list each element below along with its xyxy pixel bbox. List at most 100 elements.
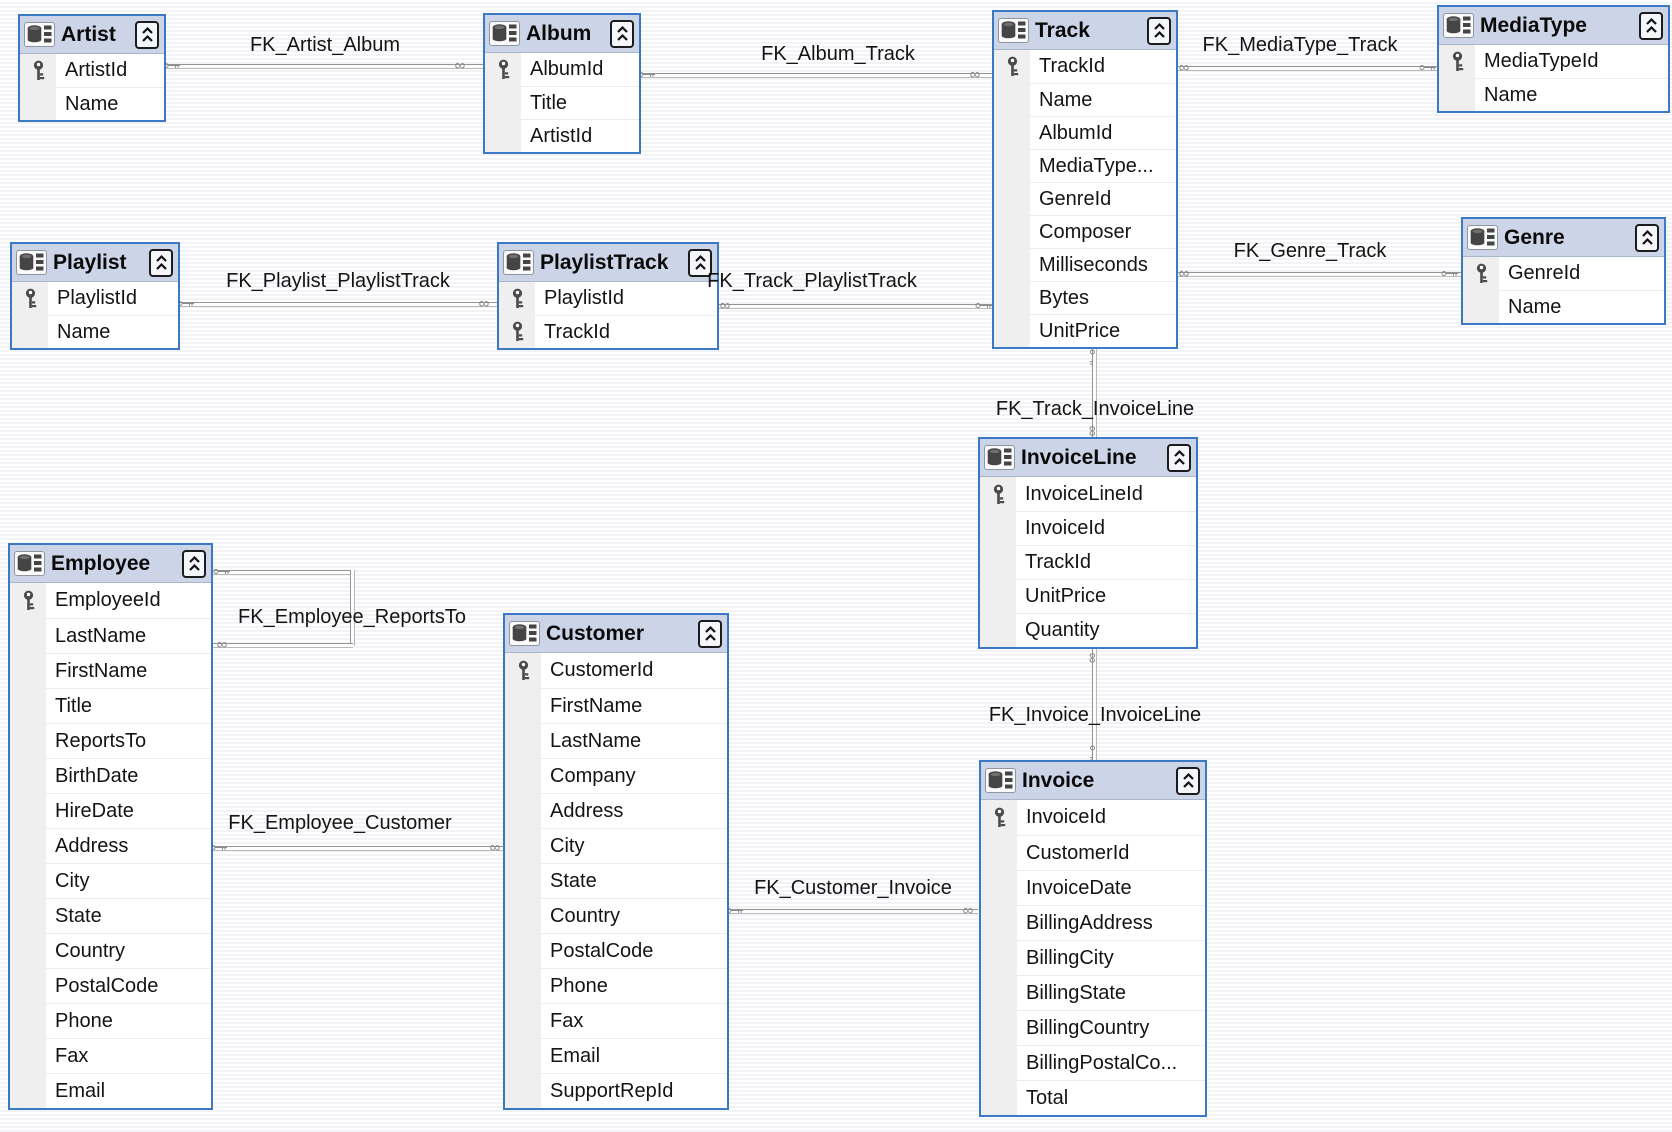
column-row[interactable]: ReportsTo [10, 723, 211, 758]
collapse-button[interactable] [1147, 16, 1171, 45]
column-row[interactable]: Name [20, 87, 164, 120]
column-row[interactable]: TrackId [499, 315, 717, 348]
column-row[interactable]: EmployeeId [10, 583, 211, 618]
table-header[interactable]: Track [994, 12, 1176, 50]
table-header[interactable]: MediaType [1439, 7, 1668, 45]
column-row[interactable]: Company [505, 758, 727, 793]
column-row[interactable]: Phone [10, 1003, 211, 1038]
column-row[interactable]: Phone [505, 968, 727, 1003]
column-row[interactable]: TrackId [994, 50, 1176, 83]
column-row[interactable]: BillingState [981, 975, 1205, 1010]
relationship-label[interactable]: FK_Customer_Invoice [754, 877, 952, 899]
column-row[interactable]: Address [505, 793, 727, 828]
column-row[interactable]: UnitPrice [994, 314, 1176, 347]
relationship-line[interactable] [213, 643, 353, 648]
relationship-label[interactable]: FK_MediaType_Track [1202, 34, 1398, 56]
column-row[interactable]: BillingAddress [981, 905, 1205, 940]
column-row[interactable]: InvoiceId [980, 511, 1196, 545]
relationship-line[interactable] [719, 304, 992, 309]
relationship-line[interactable] [1092, 349, 1097, 437]
column-row[interactable]: PostalCode [10, 968, 211, 1003]
relationship-line[interactable] [213, 570, 353, 575]
column-row[interactable]: BillingPostalCo... [981, 1045, 1205, 1080]
column-row[interactable]: Country [505, 898, 727, 933]
relationship-line[interactable] [213, 846, 503, 851]
table-header[interactable]: Genre [1463, 219, 1664, 257]
table-header[interactable]: Artist [20, 16, 164, 54]
column-row[interactable]: InvoiceLineId [980, 477, 1196, 511]
column-row[interactable]: FirstName [505, 688, 727, 723]
column-row[interactable]: Title [10, 688, 211, 723]
column-row[interactable]: Bytes [994, 281, 1176, 314]
column-row[interactable]: State [505, 863, 727, 898]
relationship-line[interactable] [1178, 272, 1461, 277]
table-header[interactable]: PlaylistTrack [499, 244, 717, 282]
table-header[interactable]: Album [485, 15, 639, 53]
collapse-button[interactable] [610, 19, 634, 48]
relationship-label[interactable]: FK_Playlist_PlaylistTrack [226, 270, 450, 292]
collapse-button[interactable] [135, 20, 159, 49]
column-row[interactable]: GenreId [994, 182, 1176, 215]
column-row[interactable]: Name [12, 315, 178, 348]
relationship-label[interactable]: FK_Employee_Customer [228, 812, 452, 834]
column-row[interactable]: Fax [10, 1038, 211, 1073]
column-row[interactable]: CustomerId [505, 653, 727, 688]
column-row[interactable]: PlaylistId [12, 282, 178, 315]
relationship-label[interactable]: FK_Artist_Album [249, 34, 401, 56]
column-row[interactable]: InvoiceDate [981, 870, 1205, 905]
table-header[interactable]: InvoiceLine [980, 439, 1196, 477]
column-row[interactable]: Email [505, 1038, 727, 1073]
column-row[interactable]: Fax [505, 1003, 727, 1038]
table-header[interactable]: Employee [10, 545, 211, 583]
column-row[interactable]: Country [10, 933, 211, 968]
column-row[interactable]: CustomerId [981, 835, 1205, 870]
column-row[interactable]: AlbumId [994, 116, 1176, 149]
relationship-label[interactable]: FK_Track_InvoiceLine [995, 398, 1195, 420]
collapse-button[interactable] [688, 248, 712, 277]
column-row[interactable]: TrackId [980, 545, 1196, 579]
column-row[interactable]: City [10, 863, 211, 898]
relationship-line[interactable] [166, 64, 483, 69]
column-row[interactable]: LastName [505, 723, 727, 758]
column-row[interactable]: HireDate [10, 793, 211, 828]
column-row[interactable]: UnitPrice [980, 579, 1196, 613]
table-header[interactable]: Invoice [981, 762, 1205, 800]
relationship-label[interactable]: FK_Track_PlaylistTrack [707, 270, 917, 292]
column-row[interactable]: FirstName [10, 653, 211, 688]
column-row[interactable]: Address [10, 828, 211, 863]
column-row[interactable]: AlbumId [485, 53, 639, 86]
column-row[interactable]: Title [485, 86, 639, 119]
collapse-button[interactable] [1176, 766, 1200, 795]
collapse-button[interactable] [182, 549, 206, 578]
column-row[interactable]: BirthDate [10, 758, 211, 793]
column-row[interactable]: Composer [994, 215, 1176, 248]
relationship-label[interactable]: FK_Genre_Track [1233, 240, 1387, 262]
column-row[interactable]: Milliseconds [994, 248, 1176, 281]
relationship-line[interactable] [641, 73, 992, 78]
table-header[interactable]: Customer [505, 615, 727, 653]
column-row[interactable]: PostalCode [505, 933, 727, 968]
column-row[interactable]: State [10, 898, 211, 933]
relationship-label[interactable]: FK_Album_Track [761, 43, 915, 65]
collapse-button[interactable] [1639, 11, 1663, 40]
relationship-label[interactable]: FK_Invoice_InvoiceLine [988, 704, 1202, 726]
collapse-button[interactable] [149, 248, 173, 277]
column-row[interactable]: Total [981, 1080, 1205, 1115]
relationship-line[interactable] [180, 302, 497, 307]
relationship-line[interactable] [350, 570, 355, 646]
column-row[interactable]: Email [10, 1073, 211, 1108]
relationship-label[interactable]: FK_Employee_ReportsTo [238, 606, 466, 628]
column-row[interactable]: BillingCity [981, 940, 1205, 975]
column-row[interactable]: Name [994, 83, 1176, 116]
column-row[interactable]: LastName [10, 618, 211, 653]
